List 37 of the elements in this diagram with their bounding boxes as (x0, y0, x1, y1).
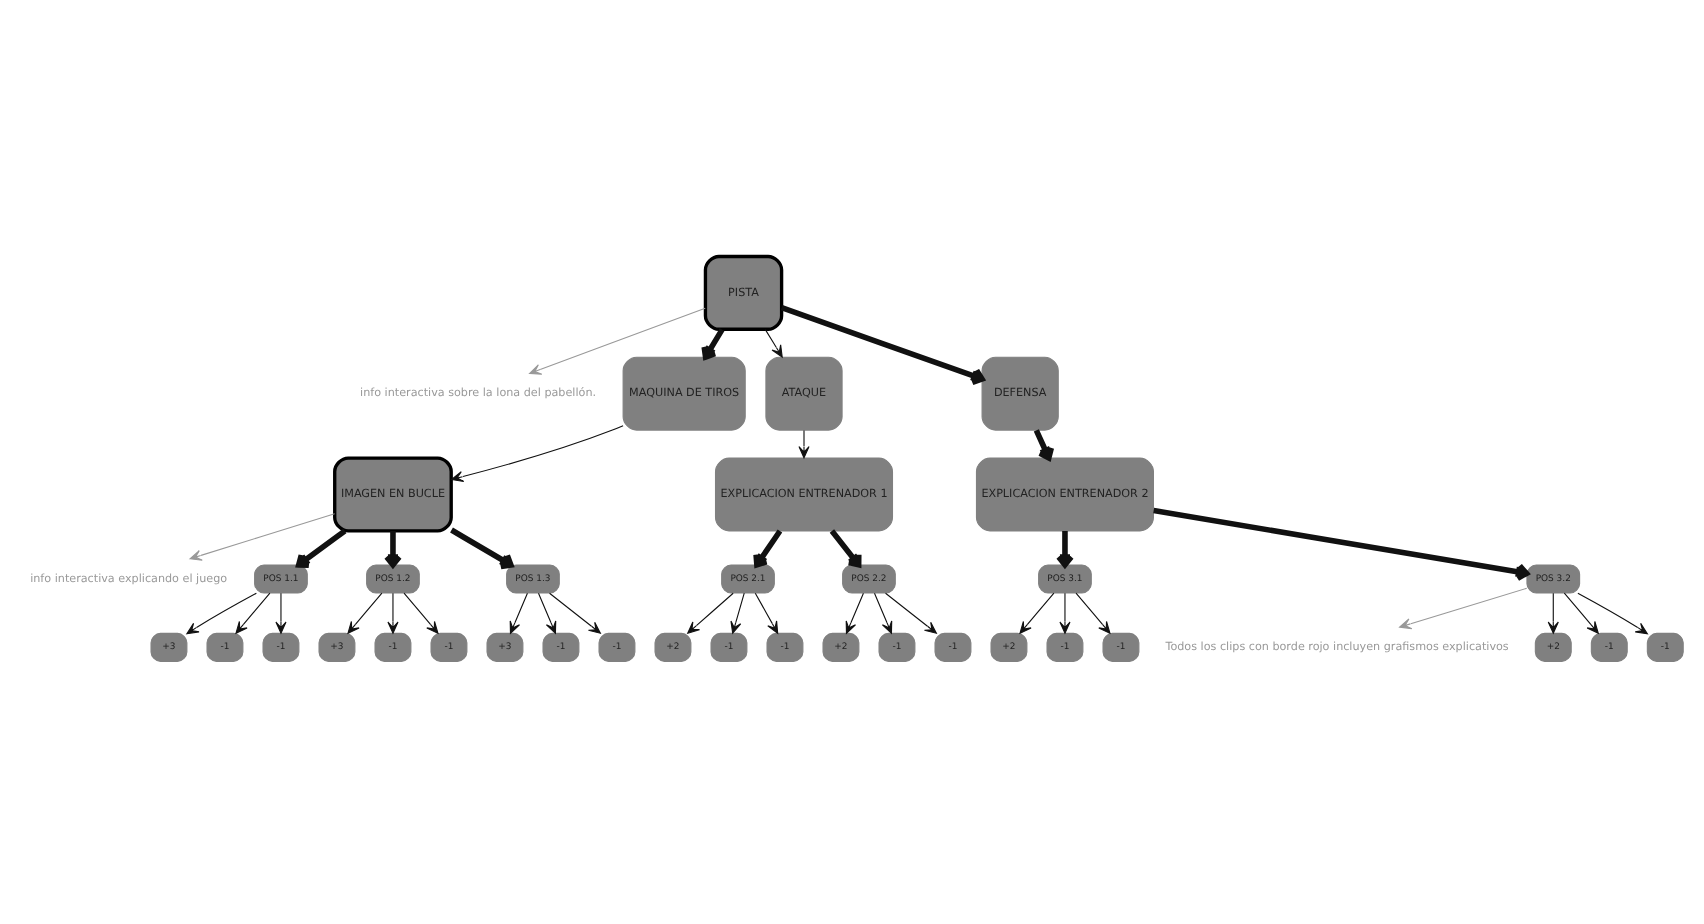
arrow (449, 527, 513, 570)
arrow (188, 513, 335, 561)
arrow (528, 307, 705, 375)
arrow (1398, 587, 1527, 630)
arrow (234, 592, 270, 634)
arrow (753, 592, 778, 634)
arrow (382, 531, 402, 568)
arrow (700, 328, 724, 360)
arrow (508, 592, 527, 634)
arrow (346, 592, 382, 634)
arrow (294, 528, 346, 569)
arrow (1576, 592, 1647, 635)
arrow (450, 425, 623, 483)
arrow (1018, 592, 1054, 634)
arrow (402, 592, 438, 634)
arrow (1152, 507, 1529, 582)
arrow (1562, 592, 1598, 634)
arrow (386, 592, 398, 634)
arrow (1058, 592, 1070, 634)
arrow (828, 529, 861, 568)
arrow (797, 429, 809, 459)
arrow (1546, 592, 1558, 634)
arrow (686, 592, 733, 634)
arrow (729, 592, 744, 634)
arrow (779, 304, 984, 386)
arrow (536, 592, 556, 634)
arrow (884, 592, 936, 634)
arrow (1074, 592, 1110, 634)
arrow (548, 592, 600, 634)
arrow (763, 329, 782, 358)
arrow (752, 529, 782, 568)
arrow (185, 592, 256, 635)
arrow (274, 592, 286, 634)
arrow (1054, 531, 1074, 568)
arrow (844, 592, 863, 634)
arrow (872, 592, 892, 634)
arrow (1032, 429, 1054, 461)
